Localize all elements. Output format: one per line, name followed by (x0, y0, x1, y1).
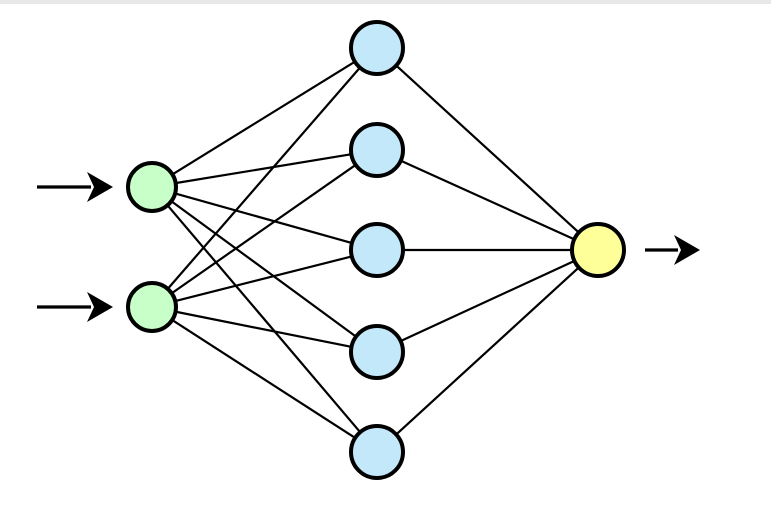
input-arrow-1-head (87, 172, 113, 202)
input-arrow-1 (37, 172, 113, 202)
hidden-node-3[interactable] (349, 222, 405, 278)
hidden-node-5[interactable] (349, 424, 405, 480)
edge-h1-o1 (394, 64, 581, 234)
edge-h5-o1 (394, 266, 581, 436)
output-arrow-1 (645, 235, 700, 265)
input-arrow-2 (37, 292, 113, 322)
edge-i1-h3 (173, 192, 354, 245)
edge-h2-o1 (399, 159, 576, 241)
nodes-group (126, 20, 626, 480)
hidden-node-4[interactable] (349, 324, 405, 380)
input-node-1[interactable] (126, 161, 178, 213)
edge-i2-h5 (170, 318, 357, 440)
output-node-1[interactable] (570, 222, 626, 278)
edge-i2-h3 (174, 255, 354, 303)
edges-group (166, 60, 581, 440)
edge-i2-h2 (170, 163, 358, 295)
hidden-node-1[interactable] (349, 20, 405, 76)
input-node-2[interactable] (126, 281, 178, 333)
edge-i2-h1 (166, 66, 362, 291)
edge-i2-h4 (174, 310, 353, 349)
edge-i1-h5 (166, 203, 362, 434)
top-strip (0, 0, 771, 4)
arrows-group (37, 172, 700, 322)
input-arrow-2-head (87, 292, 113, 322)
output-arrow-1-head (674, 235, 700, 265)
edge-i1-h4 (169, 199, 358, 339)
edge-i1-h2 (174, 152, 353, 185)
hidden-node-2[interactable] (349, 122, 405, 178)
edge-h4-o1 (399, 259, 576, 343)
edge-i1-h1 (170, 60, 357, 176)
